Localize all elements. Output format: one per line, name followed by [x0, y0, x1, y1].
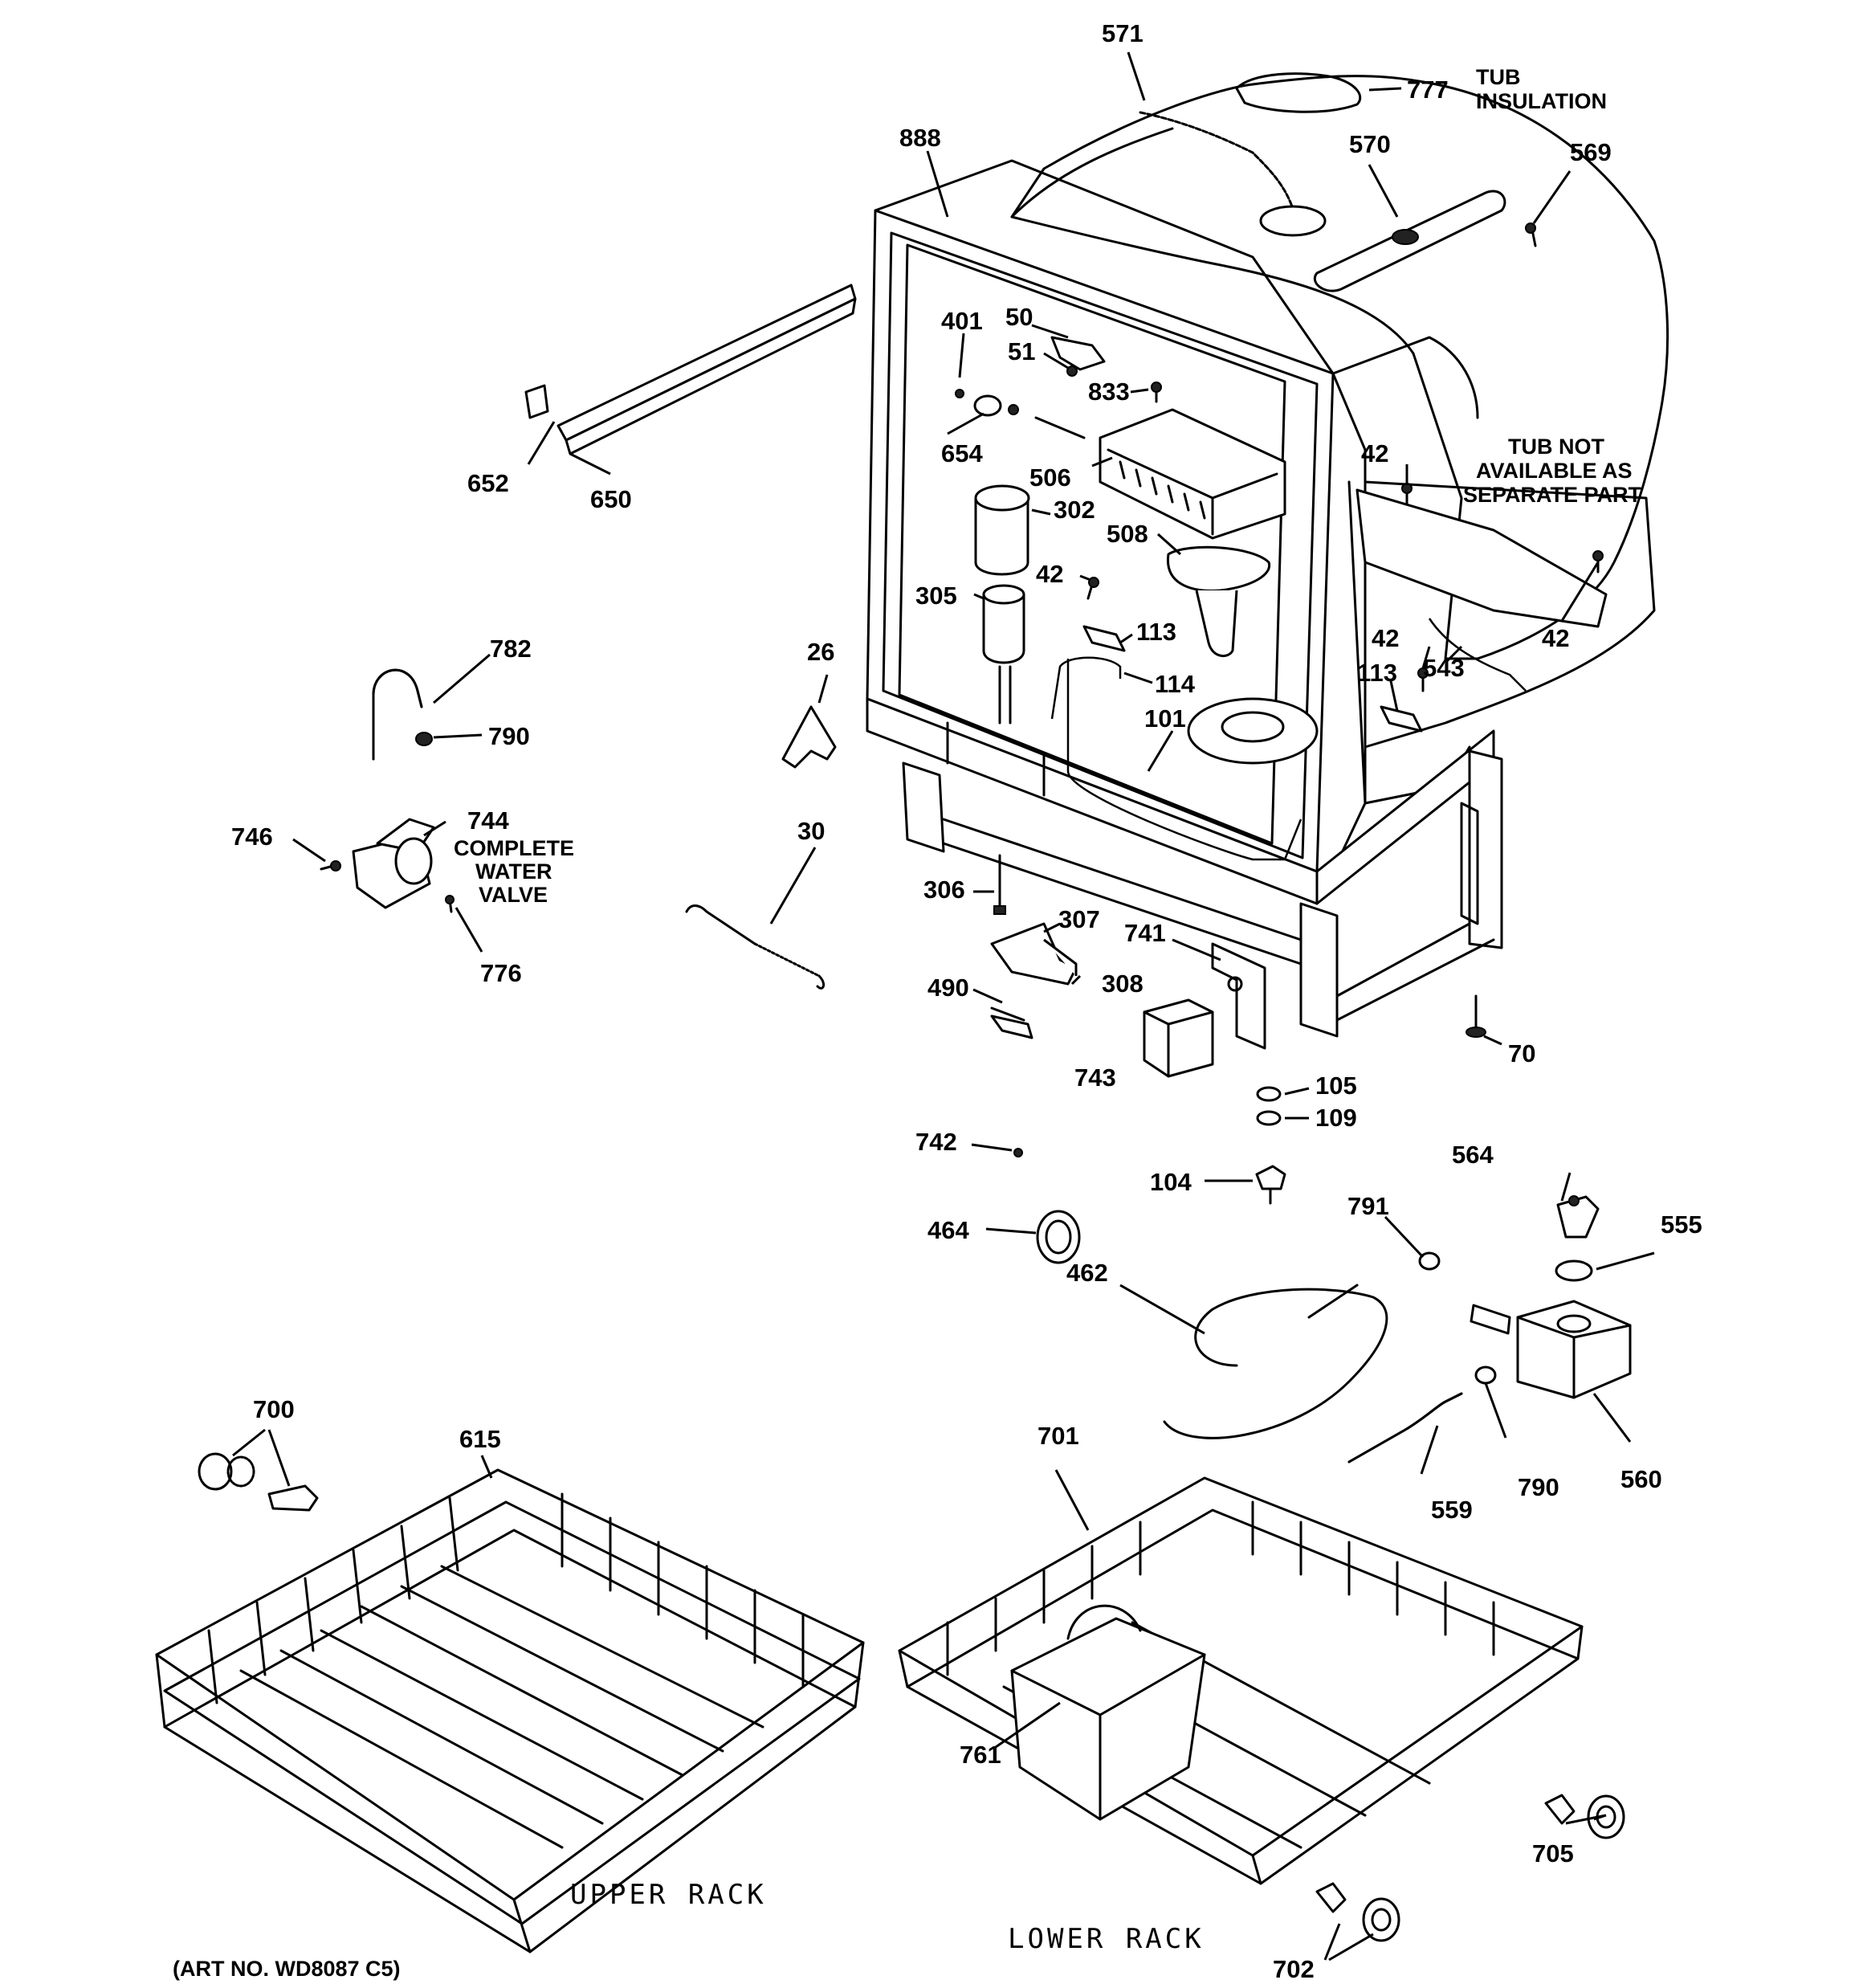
part-label-490: 490 [927, 974, 969, 1002]
part-label-615: 615 [459, 1425, 501, 1453]
part-label-782: 782 [490, 635, 532, 663]
caption-tub-not-available-1: TUB NOT [1508, 435, 1604, 459]
part-label-462: 462 [1066, 1259, 1108, 1287]
part-label-70: 70 [1508, 1039, 1535, 1067]
part-label-308: 308 [1102, 970, 1143, 998]
part-label-888: 888 [899, 124, 941, 152]
part-label-742: 742 [915, 1128, 957, 1156]
part-label-743: 743 [1074, 1063, 1116, 1092]
part-label-306: 306 [923, 876, 965, 904]
lower-parts-drawing [990, 854, 1632, 1463]
left-parts-drawing [320, 284, 857, 990]
part-label-570: 570 [1349, 130, 1391, 158]
part-label-26: 26 [807, 638, 834, 666]
part-label-744: 744 [467, 806, 509, 835]
part-label-401: 401 [941, 307, 983, 335]
part-label-790a: 790 [488, 722, 530, 750]
part-label-652: 652 [467, 469, 509, 497]
part-number-labels: 571 777 888 570 569 50 401 51 833 654 65… [231, 19, 1702, 1983]
part-label-791: 791 [1347, 1192, 1389, 1220]
part-label-700: 700 [253, 1395, 295, 1423]
part-label-105: 105 [1315, 1072, 1357, 1100]
part-label-571: 571 [1102, 19, 1143, 47]
part-label-654: 654 [941, 439, 983, 467]
part-label-746: 746 [231, 823, 273, 851]
caption-tub-not-available-3: SEPARATE PART [1463, 483, 1642, 507]
part-label-42b: 42 [1361, 439, 1388, 467]
part-label-833: 833 [1088, 378, 1130, 406]
part-label-559: 559 [1431, 1496, 1473, 1524]
caption-upper-rack: UPPER RACK [570, 1879, 767, 1911]
lower-rack-drawing [898, 1476, 1625, 1942]
part-label-42d: 42 [1372, 624, 1399, 652]
part-label-42c: 42 [1542, 624, 1569, 652]
caption-water-valve-3: VALVE [479, 883, 548, 907]
part-label-776: 776 [480, 959, 522, 987]
part-label-702: 702 [1273, 1955, 1315, 1983]
part-label-543: 543 [1423, 654, 1465, 682]
part-label-650: 650 [590, 485, 632, 513]
part-label-761: 761 [960, 1741, 1001, 1769]
caption-tub-insulation-1: TUB [1476, 65, 1521, 89]
part-label-104: 104 [1150, 1168, 1192, 1196]
part-label-42a: 42 [1036, 560, 1063, 588]
part-label-560: 560 [1620, 1465, 1662, 1493]
part-label-51: 51 [1008, 337, 1035, 365]
part-label-569: 569 [1570, 138, 1612, 166]
part-label-701: 701 [1037, 1422, 1079, 1450]
captions: TUB INSULATION TUB NOT AVAILABLE AS SEPA… [173, 65, 1642, 1981]
part-label-508: 508 [1107, 520, 1148, 548]
leader-lines [232, 51, 1655, 1961]
part-label-555: 555 [1661, 1210, 1702, 1239]
caption-water-valve-1: COMPLETE [454, 836, 574, 860]
part-label-109: 109 [1315, 1104, 1357, 1132]
caption-lower-rack: LOWER RACK [1008, 1923, 1205, 1955]
part-label-464: 464 [927, 1216, 969, 1244]
part-label-741: 741 [1124, 919, 1166, 947]
caption-tub-not-available-2: AVAILABLE AS [1476, 459, 1633, 483]
part-label-50: 50 [1005, 303, 1033, 331]
part-label-777: 777 [1407, 76, 1449, 104]
caption-water-valve-2: WATER [475, 859, 552, 884]
upper-rack-drawing [155, 1452, 865, 1953]
part-label-506: 506 [1029, 463, 1071, 492]
part-label-30: 30 [797, 817, 825, 845]
part-label-307: 307 [1058, 905, 1100, 933]
caption-art-number: (ART NO. WD8087 C5) [173, 1957, 401, 1981]
tub-drawing [866, 72, 1669, 1038]
part-label-705: 705 [1532, 1839, 1574, 1868]
part-label-113b: 113 [1357, 659, 1397, 687]
part-label-564: 564 [1452, 1141, 1494, 1169]
part-label-101: 101 [1144, 704, 1186, 733]
part-label-305: 305 [915, 582, 957, 610]
part-label-114: 114 [1155, 670, 1196, 698]
part-label-302: 302 [1054, 496, 1095, 524]
part-label-113a: 113 [1136, 618, 1176, 646]
caption-tub-insulation-2: INSULATION [1476, 89, 1607, 113]
part-label-790b: 790 [1518, 1473, 1559, 1501]
